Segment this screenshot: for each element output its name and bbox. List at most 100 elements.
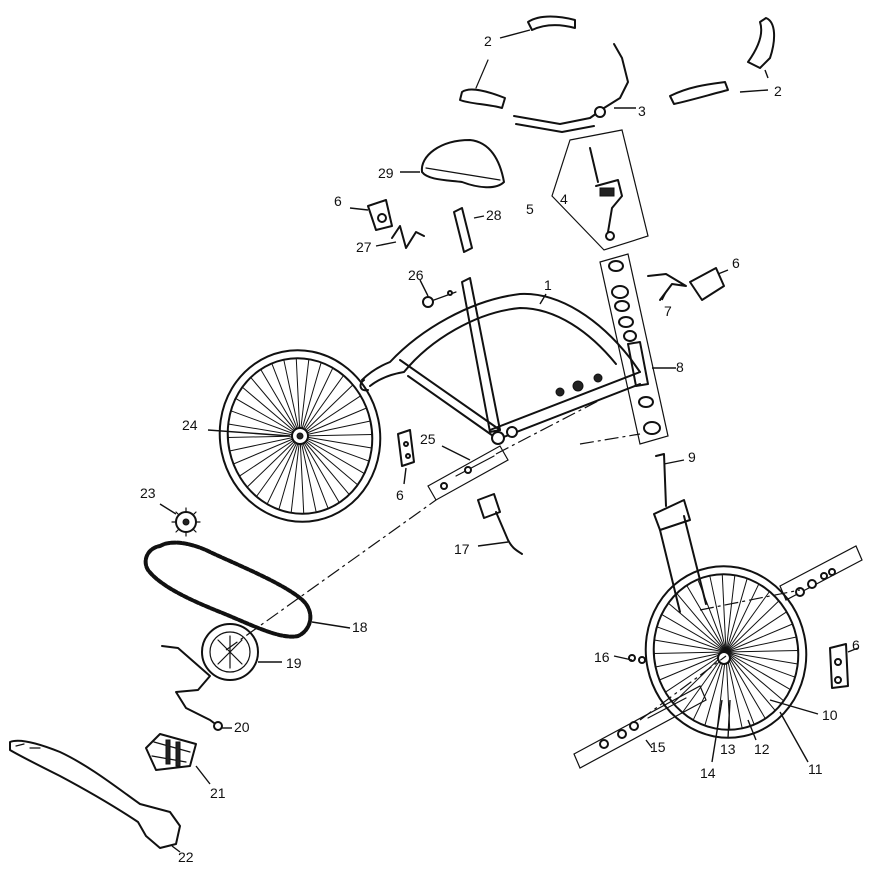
callout-22: 22	[178, 849, 194, 865]
wheel-spoke	[283, 359, 301, 437]
wheel-spoke	[278, 435, 301, 510]
callout-20: 20	[234, 719, 250, 735]
callout-9: 9	[688, 449, 696, 465]
callout-24: 24	[182, 417, 198, 433]
wheel-spoke	[228, 423, 301, 437]
wheel-spoke	[299, 435, 329, 509]
wheel-spoke	[295, 358, 301, 437]
wheel-spoke	[299, 435, 372, 449]
callout-6-top-right: 6	[732, 255, 740, 271]
wheel-spoke	[229, 435, 301, 452]
wheel-spoke	[725, 575, 736, 653]
wheel-spoke	[241, 386, 301, 437]
wheel-spoke	[725, 636, 797, 653]
wheel-spoke	[299, 435, 370, 462]
callout-23: 23	[140, 485, 156, 501]
wheel-spoke	[250, 377, 301, 437]
callout-19: 19	[286, 655, 302, 671]
callout-27: 27	[356, 239, 372, 255]
callout-29: 29	[378, 165, 394, 181]
frame	[359, 277, 641, 445]
brake-lever	[477, 493, 523, 555]
wheel-spoke	[299, 434, 373, 437]
headset-assembly	[599, 253, 669, 445]
callout-28: 28	[486, 207, 502, 223]
callout-3: 3	[638, 103, 646, 119]
wheel-spoke	[299, 435, 350, 495]
callout-4: 4	[560, 191, 568, 207]
wheel-spoke	[299, 435, 317, 513]
wheel-spoke	[725, 651, 743, 729]
wheel-spoke	[672, 651, 727, 704]
wheel-spoke	[299, 435, 365, 475]
wheel-spoke	[299, 435, 340, 503]
reflector-middle	[397, 429, 415, 467]
callout-21: 21	[210, 785, 226, 801]
wheel-spoke	[299, 375, 344, 437]
handlebar-grip-right	[669, 81, 729, 105]
wheel-spoke	[260, 369, 301, 437]
handlebar-grip-left	[459, 59, 506, 109]
wheel-spoke	[266, 435, 301, 505]
wheel-spoke	[725, 578, 748, 653]
seat-post	[453, 207, 473, 253]
callout-15: 15	[650, 739, 666, 755]
assembly-centerlines	[225, 399, 801, 721]
wheel-spoke	[299, 384, 354, 437]
callout-6-front: 6	[852, 637, 860, 653]
rear-axle-parts	[427, 445, 509, 501]
callout-11: 11	[808, 761, 823, 777]
wheel-spoke	[230, 410, 301, 437]
rear-wheel	[218, 349, 382, 523]
callout-6-middle: 6	[396, 487, 404, 503]
callout-7: 7	[664, 303, 672, 319]
wheel-spoke	[235, 397, 301, 437]
front-axle	[573, 685, 707, 769]
chainwheel	[201, 623, 259, 681]
wheel-spoke	[725, 583, 760, 653]
handlebar	[513, 43, 629, 133]
wheel-spoke	[725, 650, 799, 653]
callout-1: 1	[544, 277, 552, 293]
wheel-spoke	[725, 623, 793, 653]
chain	[143, 540, 313, 639]
callout-13: 13	[720, 741, 736, 757]
wheel-spoke	[256, 435, 301, 497]
wheel-spoke	[271, 363, 301, 437]
wheel-spoke	[721, 574, 727, 653]
reflector-front	[829, 643, 849, 689]
crank-arm	[161, 645, 223, 731]
wheel-spoke	[299, 362, 322, 437]
callout-25: 25	[420, 431, 436, 447]
wheel-spoke	[246, 435, 301, 488]
callout-5: 5	[526, 201, 534, 217]
callout-12: 12	[754, 741, 770, 757]
wheel-spoke	[661, 613, 727, 653]
wheel-spoke	[659, 651, 727, 681]
front-fork	[653, 453, 707, 613]
callout-2-top: 2	[484, 33, 492, 49]
rear-sprocket	[171, 507, 201, 537]
wheel-spoke	[725, 600, 780, 653]
callout-2-right: 2	[774, 83, 782, 99]
callout-18: 18	[352, 619, 368, 635]
wheel-spoke	[676, 593, 727, 653]
callout-16: 16	[594, 649, 610, 665]
callout-26: 26	[408, 267, 424, 283]
seat-bolt	[422, 290, 457, 308]
leader-lines	[159, 29, 859, 853]
wheel-spoke	[299, 359, 310, 437]
wheel-spoke	[725, 611, 787, 653]
wheel-spoke	[725, 651, 755, 725]
wheel-spoke	[686, 585, 727, 653]
wheel-spoke	[233, 435, 301, 465]
wheel-spoke	[239, 435, 301, 477]
wheel-spoke	[725, 651, 798, 665]
callout-8: 8	[676, 359, 684, 375]
wheel-spoke	[655, 651, 727, 668]
wheel-spoke	[653, 651, 727, 654]
callout-labels: 2 3 2 29 4 5 6 28 27 26 6 1 7 8 24 25 9 …	[140, 33, 860, 865]
wheel-spoke	[725, 651, 776, 711]
wheel-spoke	[299, 435, 305, 514]
